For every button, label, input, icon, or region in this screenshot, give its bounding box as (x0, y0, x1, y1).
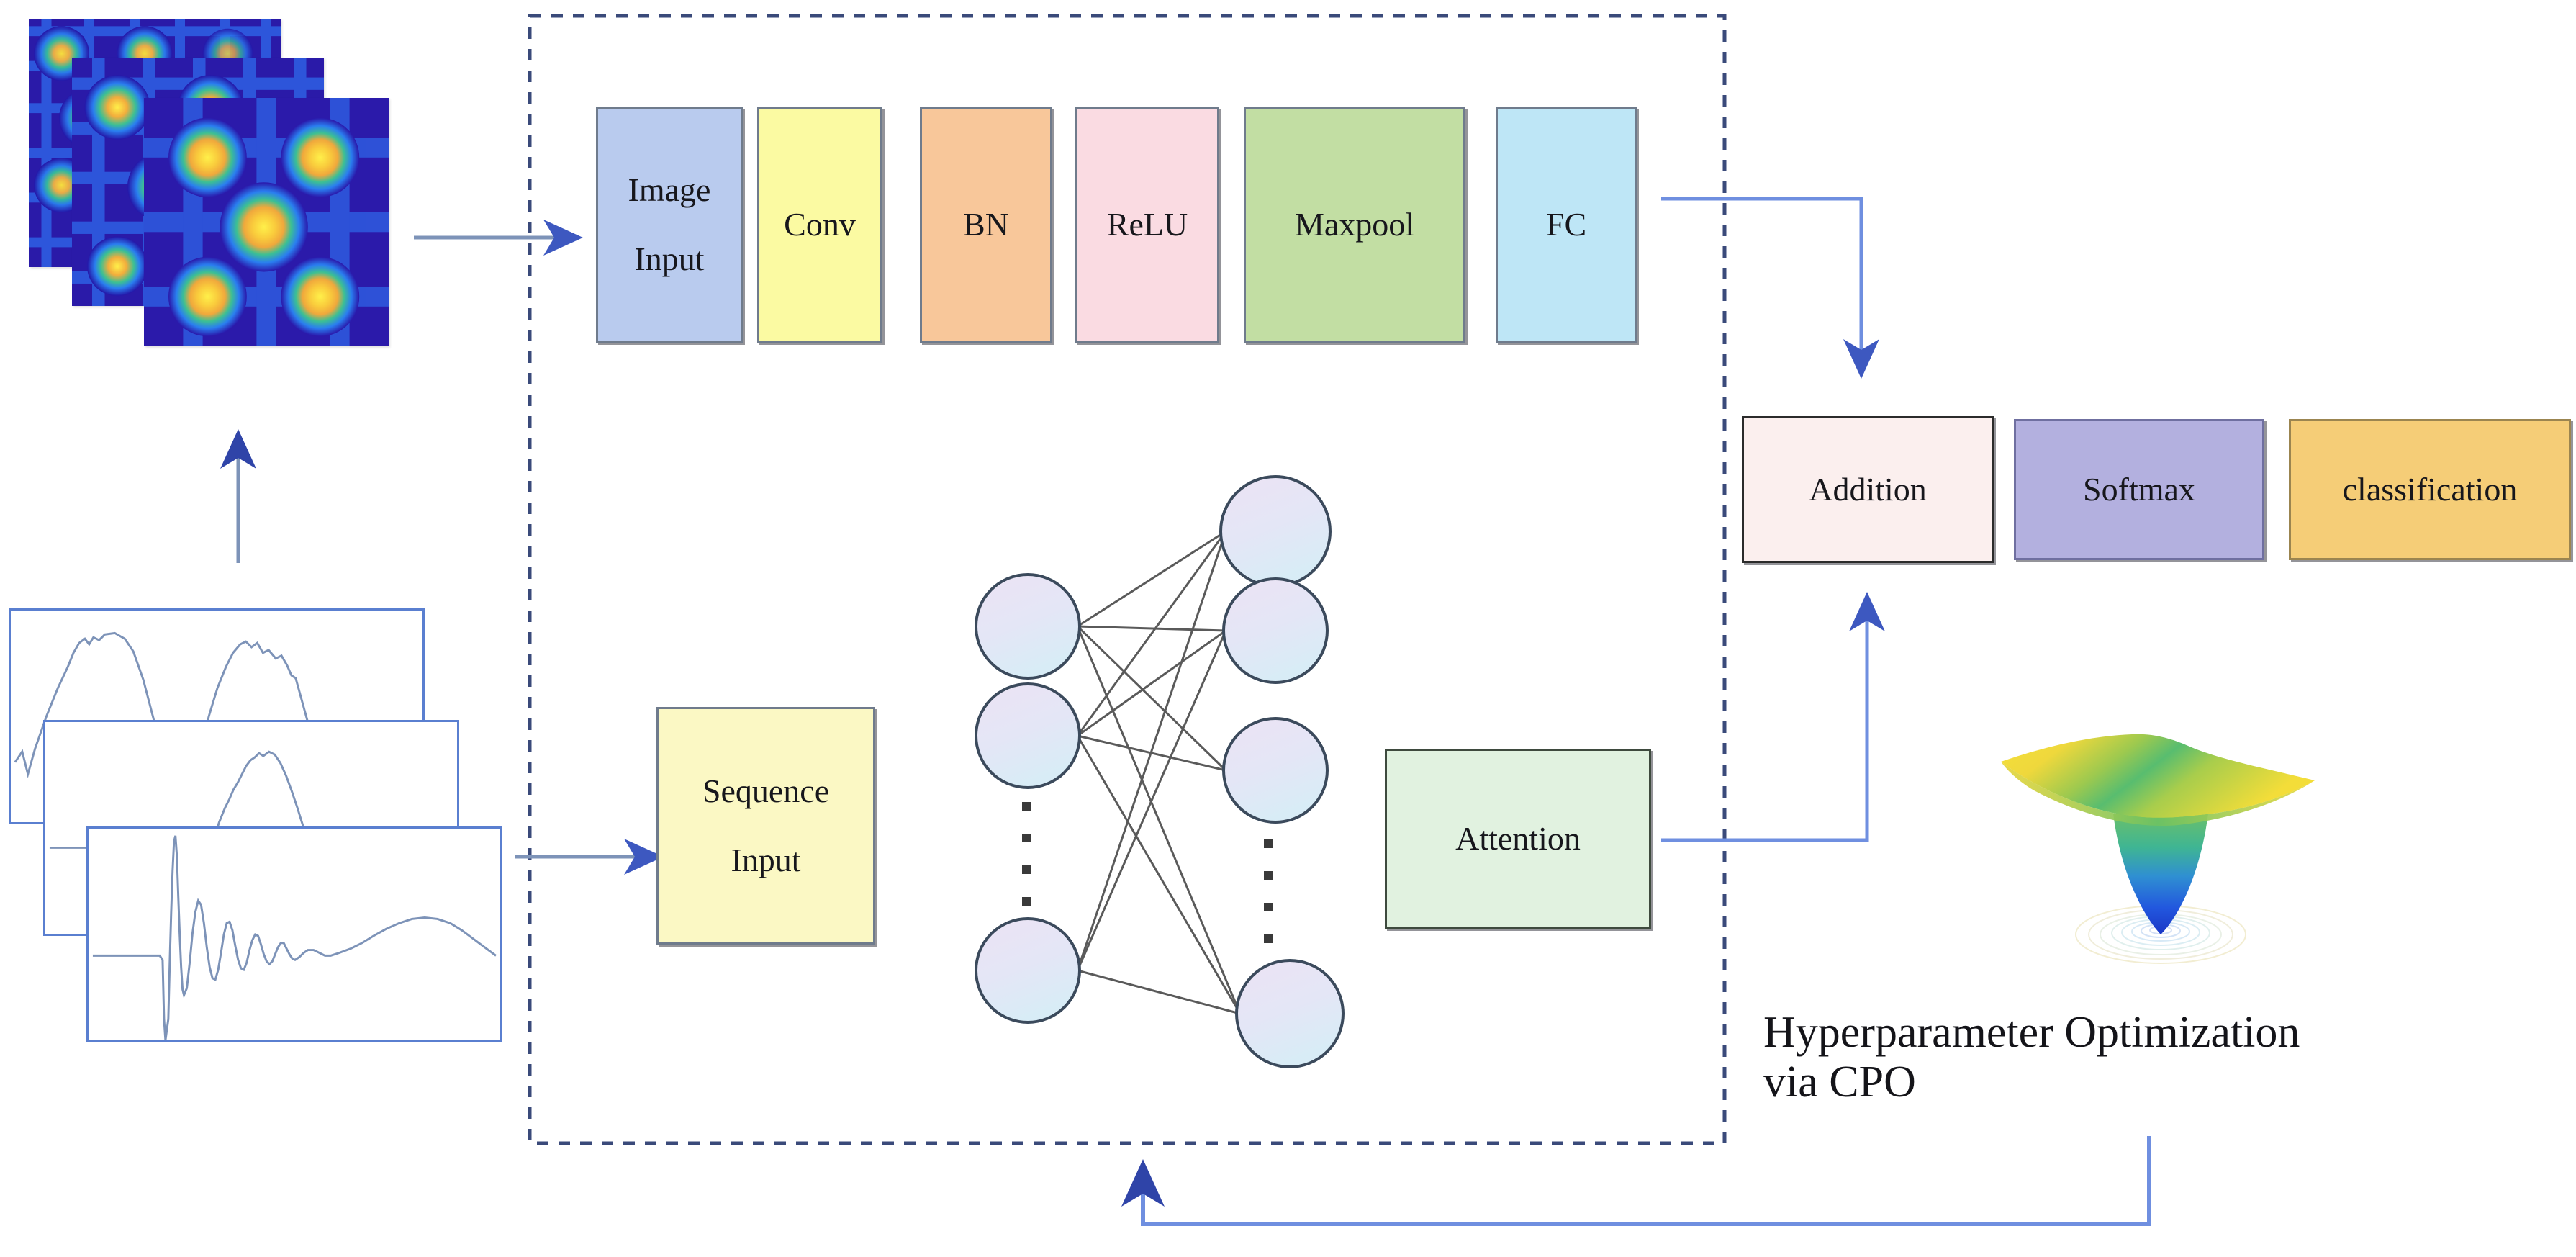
block-classification-label: classification (2342, 470, 2518, 508)
cpo-caption-line-2: via CPO (1763, 1058, 1916, 1107)
node-right-4 (1235, 959, 1345, 1068)
block-bn[interactable]: BN (920, 107, 1052, 343)
block-maxpool-label: Maxpool (1294, 205, 1415, 243)
node-right-3 (1222, 717, 1329, 824)
block-attention[interactable]: Attention (1385, 749, 1651, 929)
cpo-caption: Hyperparameter Optimization via CPO (1763, 1008, 2555, 1108)
label-line-1: Sequence (702, 772, 830, 809)
label-line-2: Input (634, 240, 705, 278)
block-sequence-input[interactable]: Sequence Input (656, 707, 875, 945)
block-maxpool[interactable]: Maxpool (1244, 107, 1465, 343)
node-left-3 (975, 917, 1081, 1024)
block-addition[interactable]: Addition (1742, 416, 1994, 563)
block-addition-label: Addition (1809, 470, 1927, 508)
node-right-1 (1219, 475, 1332, 587)
block-image-input[interactable]: Image Input (596, 107, 743, 343)
block-classification[interactable]: classification (2289, 419, 2571, 560)
block-fc[interactable]: FC (1496, 107, 1637, 343)
node-right-2 (1222, 577, 1329, 684)
block-image-input-label: Image Input (620, 171, 720, 278)
fc-to-addition-arrow (1661, 197, 1879, 379)
label-line-2: Input (731, 842, 801, 879)
loss-surface-3d (1972, 706, 2346, 986)
block-relu-label: ReLU (1106, 205, 1188, 243)
block-fc-label: FC (1545, 205, 1587, 243)
block-relu[interactable]: ReLU (1075, 107, 1219, 343)
network-edges (1076, 530, 1242, 1015)
node-left-1 (975, 573, 1081, 680)
attention-to-addition-arrow (1661, 592, 1885, 842)
heatmap-card-1 (144, 98, 389, 346)
block-bn-label: BN (963, 205, 1009, 243)
block-attention-label: Attention (1455, 819, 1581, 857)
block-softmax-label: Softmax (2083, 470, 2195, 508)
cpo-caption-line-1: Hyperparameter Optimization (1763, 1008, 2300, 1057)
block-conv-label: Conv (784, 205, 856, 243)
label-line-1: Image (628, 171, 711, 208)
block-softmax[interactable]: Softmax (2014, 419, 2264, 560)
network-nodes (975, 475, 1345, 1068)
network-ellipsis (1022, 802, 1273, 943)
signal-card-3 (86, 826, 502, 1042)
node-left-2 (975, 682, 1081, 789)
block-conv[interactable]: Conv (757, 107, 882, 343)
model-boundary-dashed-box (528, 14, 1727, 1145)
cpo-feedback-arrow (1121, 1136, 2151, 1226)
block-sequence-input-label: Sequence Input (694, 772, 838, 879)
